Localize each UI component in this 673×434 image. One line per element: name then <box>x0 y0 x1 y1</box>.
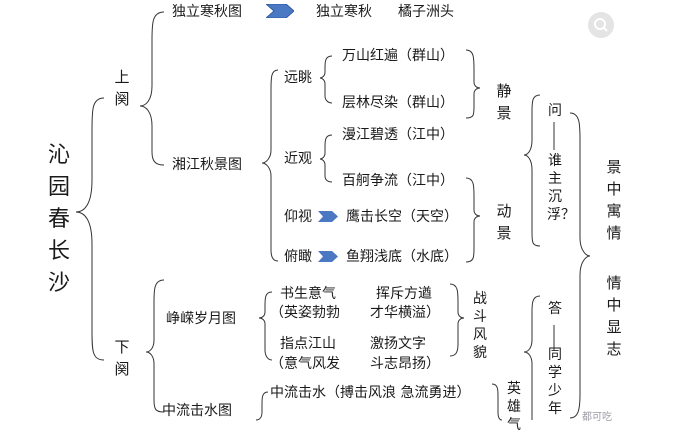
huichi: 挥斥方遒 <box>376 286 432 302</box>
mind-map: 沁园春 长沙 上阕 下阕 独立寒秋图 独立寒秋 橘子洲头 湘江秋景图 远眺 近观… <box>47 4 622 433</box>
zhidian: 指点江山 <box>280 336 336 352</box>
poem-title: 沁园春 长沙 <box>47 143 70 296</box>
yangshi: 仰视 <box>284 209 312 225</box>
yingzi: （英姿勃勃 <box>270 305 340 321</box>
duli-a: 独立寒秋 <box>316 4 372 20</box>
baige: 百舸争流（江中） <box>342 173 454 189</box>
brace-zhengrong <box>258 291 273 361</box>
cenglin: 层林尽染（群山） <box>342 95 454 111</box>
arrow-icon <box>266 4 294 18</box>
yuxiang: 鱼翔浅底（水底） <box>346 249 458 265</box>
shusheng: 书生意气 <box>280 286 336 302</box>
yingxiong: 英雄气 <box>507 381 521 433</box>
brace-zhongliu <box>255 391 269 421</box>
brace-dongjing <box>465 177 481 263</box>
brace-zhandou <box>449 283 465 357</box>
brace-right <box>569 112 591 419</box>
yiqi: （意气风发 <box>270 356 340 372</box>
watermark: 都可吃 <box>582 412 612 423</box>
brace-main <box>75 97 105 361</box>
jingjing: 静景 <box>496 82 512 122</box>
arrow-icon <box>318 251 338 262</box>
da: 答 <box>548 301 562 317</box>
jinguan: 近观 <box>284 151 312 167</box>
caihua: 才华横溢） <box>370 305 440 321</box>
dongjing: 动景 <box>496 202 512 242</box>
question: 谁主沉浮？ <box>547 153 575 223</box>
zhongliu-tu: 中流击水图 <box>162 403 232 419</box>
wen: 问 <box>548 103 562 119</box>
brace-question <box>523 94 541 247</box>
zhongliu: 中流击水（搏击风浪 急流勇进） <box>270 385 471 401</box>
xia-que: 下阕 <box>114 338 130 378</box>
answer: 同学少年 <box>548 347 562 417</box>
brace-upper <box>139 11 165 166</box>
manjiang: 漫江碧透（江中） <box>342 127 454 143</box>
yingji: 鹰击长空（天空） <box>346 209 458 225</box>
arrow-icon <box>318 211 338 222</box>
duli-b: 橘子洲头 <box>398 4 454 20</box>
logo-icon <box>588 12 614 38</box>
brace-yuantiao <box>319 55 333 104</box>
qingzhong: 情中显志 <box>606 274 622 358</box>
yuantiao: 远眺 <box>284 70 312 86</box>
duli-tu: 独立寒秋图 <box>172 4 242 20</box>
brace-xiangjiang <box>261 69 279 262</box>
shang-que: 上阕 <box>114 68 130 108</box>
brace-answer <box>523 295 541 420</box>
connector-lines <box>75 11 591 421</box>
jingzhong: 景中寓情 <box>606 158 622 242</box>
wanshan: 万山红遍（群山） <box>342 48 454 64</box>
brace-lower <box>145 279 165 413</box>
fukan: 俯瞰 <box>284 249 312 265</box>
brace-jingjing <box>465 49 481 119</box>
douzhi: 斗志昂扬） <box>370 356 440 372</box>
zhengrong-tu: 峥嵘岁月图 <box>166 311 236 327</box>
brace-yingxiong <box>491 383 503 421</box>
jiyang: 激扬文字 <box>370 336 426 352</box>
xiangjiang-tu: 湘江秋景图 <box>172 157 242 173</box>
brace-jinguan <box>319 134 333 183</box>
zhandou: 战斗风貌 <box>473 291 487 361</box>
